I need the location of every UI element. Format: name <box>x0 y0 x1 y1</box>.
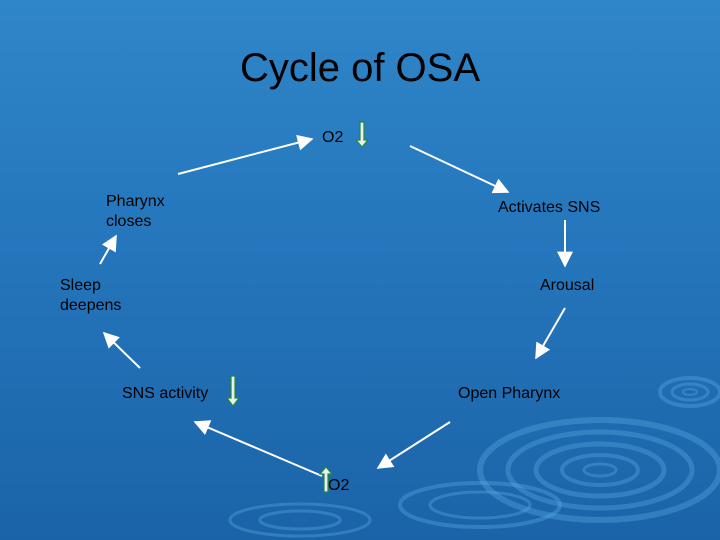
arrow-sleep-to-pharynx <box>99 234 117 265</box>
node-pharynx-closes: Pharynx closes <box>106 193 165 230</box>
o2-increase-arrow-icon <box>318 466 334 493</box>
arrow-arousal-to-open-pharynx <box>535 307 566 360</box>
arrow-o2-to-sns-activity <box>193 420 323 477</box>
arrow-pharynx-to-o2 <box>177 134 314 175</box>
node-arousal: Arousal <box>540 277 595 294</box>
arrow-o2-to-activates-sns <box>409 145 510 194</box>
node-o2-top: O2 <box>322 129 344 146</box>
o2-decrease-arrow-icon <box>354 121 370 148</box>
arrow-open-pharynx-to-o2 <box>376 421 451 469</box>
arrow-sns-activity-to-sleep <box>102 331 141 369</box>
node-sleep-deepens: Sleep deepens <box>60 277 122 314</box>
sns-activity-decrease-arrow-icon <box>225 375 241 407</box>
node-sns-activity: SNS activity <box>122 385 209 402</box>
node-o2-bottom: O2 <box>328 477 350 494</box>
node-activates-sns: Activates SNS <box>498 199 601 216</box>
slide-title: Cycle of OSA <box>239 46 481 90</box>
node-open-pharynx: Open Pharynx <box>458 385 561 402</box>
